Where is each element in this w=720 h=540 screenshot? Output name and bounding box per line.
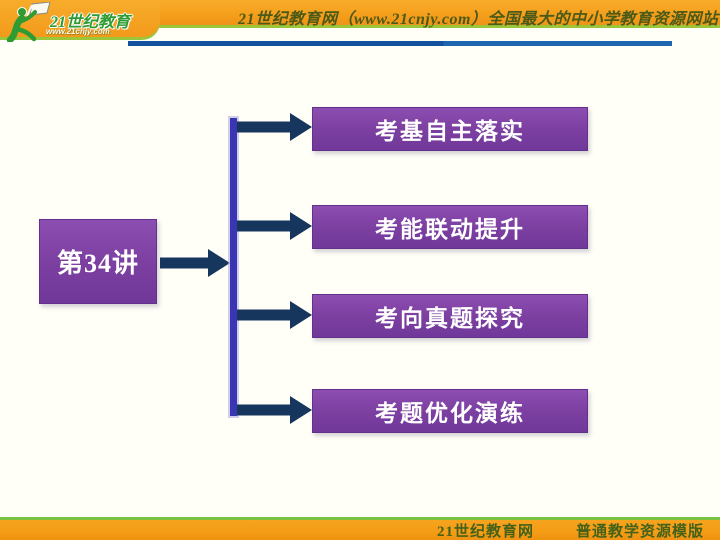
arrow-head	[290, 301, 312, 329]
arrow-shaft	[237, 121, 292, 133]
logo-url-text: www.21cnjy.com	[46, 27, 110, 36]
branch-label: 考向真题探究	[375, 306, 525, 331]
arrow-shaft	[237, 309, 292, 321]
arrow-shaft	[160, 257, 210, 269]
branch-label: 考题优化演练	[375, 401, 525, 426]
main-arrow	[160, 249, 230, 277]
site-logo: 21世纪教育 www.21cnjy.com	[6, 1, 156, 42]
branch-arrow-4	[237, 396, 312, 424]
arrow-head	[290, 212, 312, 240]
arrow-head	[208, 249, 230, 277]
branch-arrow-1	[237, 113, 312, 141]
branch-box-2: 考能联动提升	[312, 205, 588, 249]
arrow-head	[290, 113, 312, 141]
branch-label: 考能联动提升	[375, 217, 525, 242]
runner-logo-icon	[6, 2, 51, 42]
lecture-label: 第34讲	[56, 249, 139, 278]
footer-site-name: 21世纪教育网	[436, 523, 534, 540]
branch-arrow-3	[237, 301, 312, 329]
footer-band: 21世纪教育网 普通教学资源模版	[0, 517, 720, 540]
branch-box-4: 考题优化演练	[312, 389, 588, 433]
arrow-shaft	[237, 220, 292, 232]
header-divider-line	[128, 41, 672, 46]
branch-arrow-2	[237, 212, 312, 240]
logo-brand-text: 21世纪教育	[50, 14, 131, 31]
connector-line	[230, 118, 237, 416]
arrow-head	[290, 396, 312, 424]
branch-box-3: 考向真题探究	[312, 294, 588, 338]
lecture-box: 第34讲	[39, 219, 157, 304]
branch-box-1: 考基自主落实	[312, 107, 588, 151]
footer-template-label: 普通教学资源模版	[575, 523, 704, 540]
header-title: 21世纪教育网（www.21cnjy.com）全国最大的中小学教育资源网站	[238, 11, 719, 28]
arrow-shaft	[237, 404, 292, 416]
branch-label: 考基自主落实	[375, 119, 525, 144]
